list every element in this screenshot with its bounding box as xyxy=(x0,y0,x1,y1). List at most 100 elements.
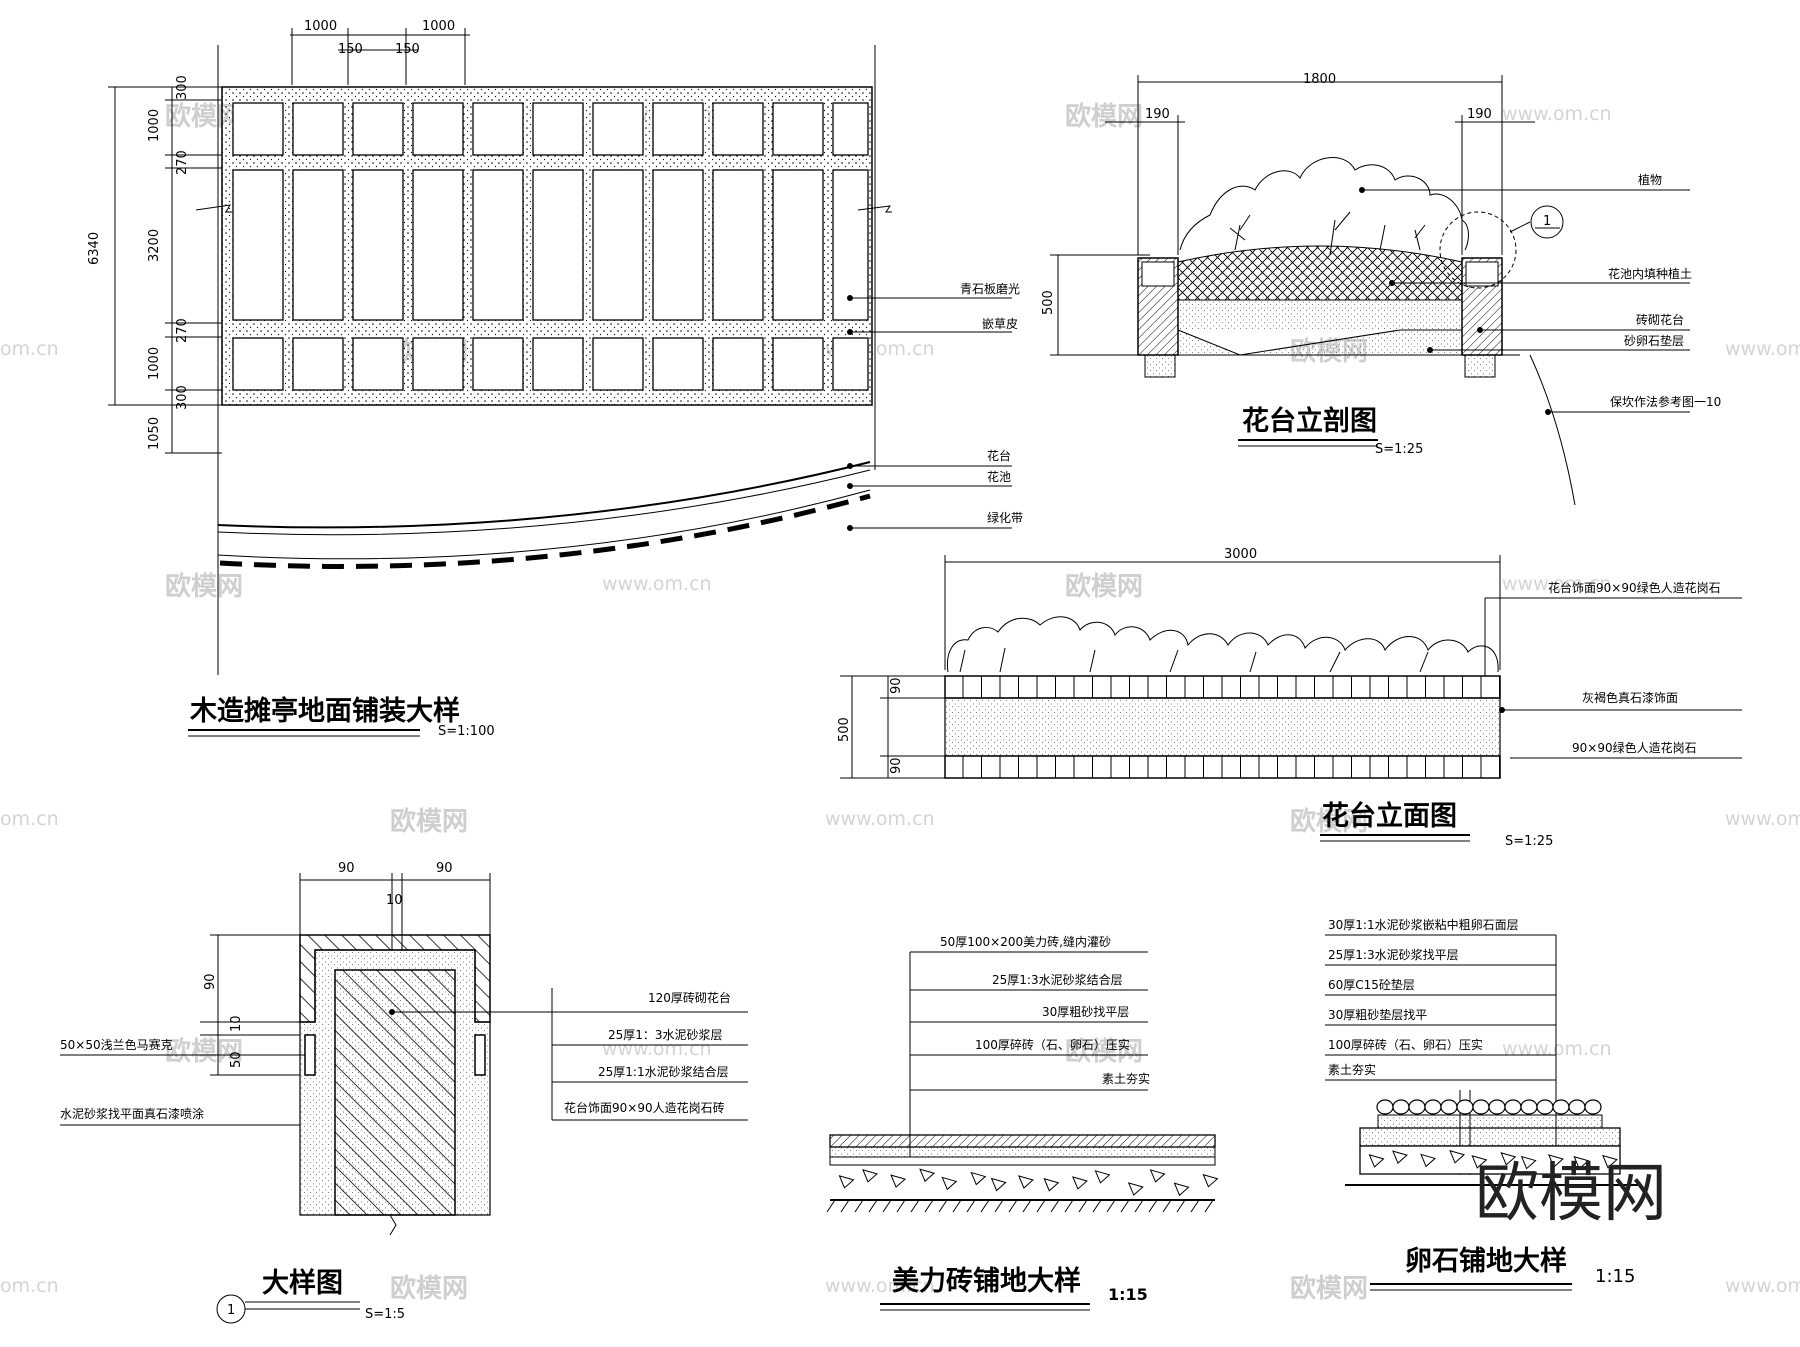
paving-tile xyxy=(592,169,644,321)
rubble-stone xyxy=(838,1175,855,1189)
pebble xyxy=(1504,1099,1522,1115)
planter-elevation: 3000 90 500 90 花台饰面90×90绿色人造花岗石 灰褐色真石漆饰面… xyxy=(837,547,1742,849)
watermark-brand: 欧模网 xyxy=(1065,101,1143,132)
rubble-stone xyxy=(1392,1150,1408,1164)
ground-hatch xyxy=(1190,1199,1200,1213)
label-planting-soil: 花池内填种植土 xyxy=(1608,266,1692,281)
dim-top-4: 1000 xyxy=(422,19,455,34)
paving-tile xyxy=(292,337,344,391)
dim-section-height: 500 xyxy=(1041,290,1056,315)
dim-elevation-cap: 90 xyxy=(889,677,904,694)
dim-section-wall-right: 190 xyxy=(1467,107,1492,122)
paving-tile xyxy=(772,102,824,156)
paving-tile xyxy=(412,102,464,156)
dim-detail-3: 10 xyxy=(386,893,403,908)
watermark-url: www.om.cn xyxy=(1502,1038,1612,1060)
rubble-stone xyxy=(1368,1154,1385,1168)
ground-hatch xyxy=(1064,1199,1074,1213)
title-planter-section: 花台立剖图 xyxy=(1242,405,1377,437)
rubble-stone xyxy=(1202,1173,1219,1188)
scale-planter-section: S=1:25 xyxy=(1375,442,1423,457)
label-gravel-bed: 砂卵石垫层 xyxy=(1624,333,1684,348)
ground-hatch xyxy=(938,1199,948,1213)
paving-tile xyxy=(352,102,404,156)
ground-hatch xyxy=(1148,1199,1158,1213)
paving-tile xyxy=(832,337,869,391)
label-tile-3: 30厚粗砂找平层 xyxy=(1042,1005,1129,1019)
dim-left-3: 270 xyxy=(175,150,190,175)
ground-hatch xyxy=(882,1199,892,1213)
dim-elevation-base: 90 xyxy=(889,757,904,774)
pebble xyxy=(1472,1099,1490,1115)
label-mortar-25-13: 25厚1：3水泥砂浆层 xyxy=(608,1027,723,1042)
rubble-stone xyxy=(1500,1152,1517,1166)
dim-left-7: 300 xyxy=(175,385,190,410)
detail-number: 1 xyxy=(227,1303,235,1318)
watermark-brand: 欧模网 xyxy=(390,1273,468,1304)
label-granite-tile: 花台饰面90×90人造花岗石砖 xyxy=(564,1100,725,1115)
rubble-stone xyxy=(890,1174,907,1188)
pebble xyxy=(1488,1099,1506,1115)
label-flower-bed: 花池 xyxy=(987,469,1011,484)
rubble-stone xyxy=(970,1171,987,1186)
pebble xyxy=(1552,1099,1570,1115)
label-planter-platform: 花台 xyxy=(987,448,1011,463)
rubble-stone xyxy=(990,1177,1007,1192)
ground-hatch xyxy=(840,1199,850,1213)
dim-detail-6: 50 xyxy=(229,1051,244,1068)
scale-pebble-paving: 1:15 xyxy=(1595,1266,1635,1287)
label-base-granite: 90×90绿色人造花岗石 xyxy=(1572,740,1697,755)
rubble-stone xyxy=(919,1168,936,1183)
ground-hatch xyxy=(994,1199,1004,1213)
dim-elevation-height: 500 xyxy=(837,717,852,742)
ground-hatch xyxy=(896,1199,906,1213)
title-pebble-paving: 卵石铺地大样 xyxy=(1405,1245,1567,1277)
paving-tile xyxy=(592,102,644,156)
paving-tile xyxy=(652,337,704,391)
rubble-stone xyxy=(1149,1169,1166,1183)
dim-left-1: 300 xyxy=(175,75,190,100)
pebble xyxy=(1536,1099,1554,1115)
scale-pavilion-paving: S=1:100 xyxy=(438,724,495,739)
label-stone-paint: 灰褐色真石漆饰面 xyxy=(1582,690,1678,705)
label-brick-120: 120厚砖砌花台 xyxy=(648,990,731,1005)
watermark-url: www.om.cn xyxy=(1502,573,1612,595)
pebble xyxy=(1376,1099,1394,1115)
watermark-url: www.om.cn xyxy=(825,1275,935,1297)
pebble xyxy=(1568,1099,1586,1115)
label-pebble-2: 25厚1:3水泥砂浆找平层 xyxy=(1328,947,1459,962)
rubble-stone xyxy=(1520,1155,1537,1170)
paving-tile xyxy=(472,169,524,321)
label-mortar-paint: 水泥砂浆找平面真石漆喷涂 xyxy=(60,1106,204,1121)
paving-tile xyxy=(832,102,869,156)
paving-tile xyxy=(412,337,464,391)
label-mosaic: 50×50浅兰色马赛克 xyxy=(60,1037,173,1052)
ground-hatch xyxy=(1078,1199,1088,1213)
title-detail: 大样图 xyxy=(262,1267,343,1299)
ground-hatch xyxy=(826,1199,836,1213)
pebble xyxy=(1440,1099,1458,1115)
rubble-stone xyxy=(1173,1182,1190,1197)
pebble xyxy=(1408,1099,1426,1115)
label-pebble-6: 素土夯实 xyxy=(1328,1062,1376,1077)
rubble-stone xyxy=(1043,1177,1060,1192)
paving-tile xyxy=(472,337,524,391)
label-plants: 植物 xyxy=(1638,172,1662,187)
watermark-url-partial: om.cn xyxy=(0,1275,59,1297)
paving-tile xyxy=(532,337,584,391)
paving-tile xyxy=(472,102,524,156)
watermark-url: www.om.cn xyxy=(1725,808,1800,830)
ground-hatch xyxy=(910,1199,920,1213)
watermark-brand: 欧模网 xyxy=(165,1036,243,1067)
pebble-paving-detail: 30厚1:1水泥砂浆嵌粘中粗卵石面层 25厚1:3水泥砂浆找平层 60厚C15砼… xyxy=(1325,917,1667,1291)
dim-top-1: 1000 xyxy=(304,19,337,34)
rubble-stone xyxy=(1602,1154,1618,1169)
label-tile-4: 100厚碎砖（石、卵石）压实 xyxy=(975,1037,1130,1052)
paving-tile xyxy=(532,169,584,321)
ground-hatch xyxy=(1204,1199,1214,1213)
rubble-stone xyxy=(1471,1155,1488,1169)
paving-tile xyxy=(592,337,644,391)
watermark-url: www.om.cn xyxy=(825,808,935,830)
paving-tile xyxy=(232,169,284,321)
pebble xyxy=(1584,1099,1602,1115)
